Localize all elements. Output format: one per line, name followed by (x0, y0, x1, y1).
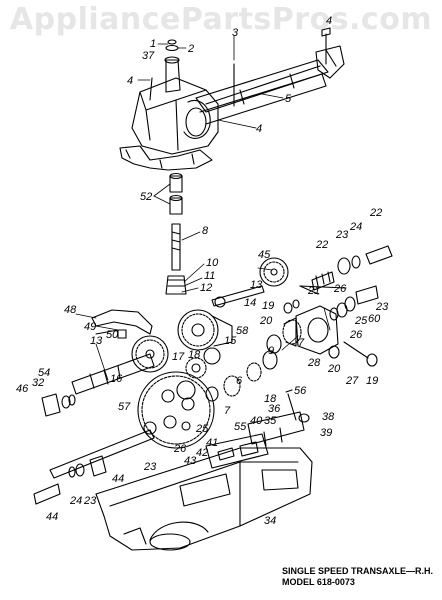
upper-housing (119, 27, 345, 171)
label-4: 4 (326, 15, 332, 27)
shift-bracket (247, 389, 310, 447)
idler-shaft (211, 285, 265, 308)
label-28: 28 (307, 357, 321, 369)
lower-case (95, 447, 313, 551)
label-16: 16 (110, 373, 123, 385)
part-labels: 1 2 3 4 37 4 5 4 52 8 45 10 11 12 13 14 … (16, 15, 389, 527)
label-10: 10 (206, 257, 219, 269)
differential-gears (205, 319, 302, 402)
top-spur-gear (259, 257, 289, 287)
brake-lever (91, 309, 153, 339)
label-9: 9 (268, 345, 274, 357)
label-13: 13 (250, 279, 263, 291)
label-20: 20 (259, 315, 273, 327)
label-44: 44 (112, 473, 124, 485)
label-3: 3 (232, 27, 239, 39)
label-24: 24 (349, 221, 362, 233)
label-19b: 19 (366, 375, 378, 387)
label-4c: 4 (256, 123, 262, 135)
label-12: 12 (200, 282, 212, 294)
label-44b: 44 (46, 511, 58, 523)
label-13b: 13 (90, 335, 103, 347)
label-7: 7 (298, 337, 305, 349)
label-22: 22 (315, 239, 328, 251)
label-20b: 20 (327, 363, 341, 375)
label-35: 35 (264, 415, 277, 427)
caption-model: MODEL 618-0073 (282, 577, 355, 587)
gear-carrier (283, 305, 339, 355)
leader-lines (75, 35, 331, 381)
label-32: 32 (32, 377, 44, 389)
large-gear (137, 371, 215, 449)
label-2: 2 (187, 43, 194, 55)
label-21: 21 (307, 285, 320, 297)
label-23: 23 (335, 229, 349, 241)
label-36: 36 (268, 403, 281, 415)
label-55: 55 (234, 421, 247, 433)
label-22b: 22 (369, 207, 382, 219)
label-8: 8 (202, 225, 209, 237)
label-41: 41 (206, 437, 218, 449)
bevel-gear (177, 309, 233, 351)
label-48: 48 (64, 304, 77, 316)
shift-block (205, 433, 269, 469)
label-56: 56 (294, 385, 307, 397)
output-shaft (33, 421, 157, 505)
caption-title: SINGLE SPEED TRANSAXLE—R.H. (282, 566, 434, 576)
label-11: 11 (204, 270, 215, 282)
label-27: 27 (345, 375, 359, 387)
label-40: 40 (250, 415, 263, 427)
label-34: 34 (264, 515, 276, 527)
input-shaft (165, 223, 187, 295)
label-52: 52 (140, 191, 152, 203)
spacer-pair (169, 172, 183, 215)
label-6: 6 (236, 375, 243, 387)
label-19: 19 (262, 300, 274, 312)
label-14: 14 (244, 297, 256, 309)
label-38: 38 (322, 411, 335, 423)
label-18b: 18 (264, 393, 277, 405)
label-49: 49 (84, 321, 96, 333)
label-26b: 26 (349, 329, 363, 341)
label-43: 43 (184, 455, 197, 467)
label-54: 54 (38, 367, 50, 379)
label-58: 58 (236, 325, 249, 337)
label-25b: 25 (195, 423, 209, 435)
label-5: 5 (285, 93, 292, 105)
label-23c: 23 (143, 461, 157, 473)
label-24b: 24 (69, 495, 82, 507)
diagram-caption: SINGLE SPEED TRANSAXLE—R.H. MODEL 618-00… (282, 566, 442, 588)
label-46: 46 (16, 383, 29, 395)
label-7b: 7 (224, 405, 231, 417)
label-1: 1 (150, 38, 156, 50)
label-23d: 23 (83, 495, 97, 507)
label-39: 39 (320, 427, 332, 439)
right-washers (283, 299, 378, 367)
label-60: 60 (368, 313, 381, 325)
right-axle-parts (299, 245, 393, 321)
label-17: 17 (172, 351, 185, 363)
label-26: 26 (333, 283, 347, 295)
left-washers (41, 393, 76, 417)
label-26c: 26 (173, 443, 187, 455)
countershaft-gear (71, 335, 169, 395)
label-37: 37 (142, 50, 155, 62)
label-50: 50 (106, 329, 119, 341)
label-57: 57 (118, 401, 131, 413)
label-4b: 4 (127, 75, 133, 87)
label-15: 15 (224, 335, 237, 347)
watermark: AppliancePartsPros.com (9, 2, 433, 37)
label-18: 18 (188, 349, 201, 361)
label-23b: 23 (375, 301, 389, 313)
label-45: 45 (258, 249, 271, 261)
label-42: 42 (196, 447, 208, 459)
label-25: 25 (354, 315, 368, 327)
